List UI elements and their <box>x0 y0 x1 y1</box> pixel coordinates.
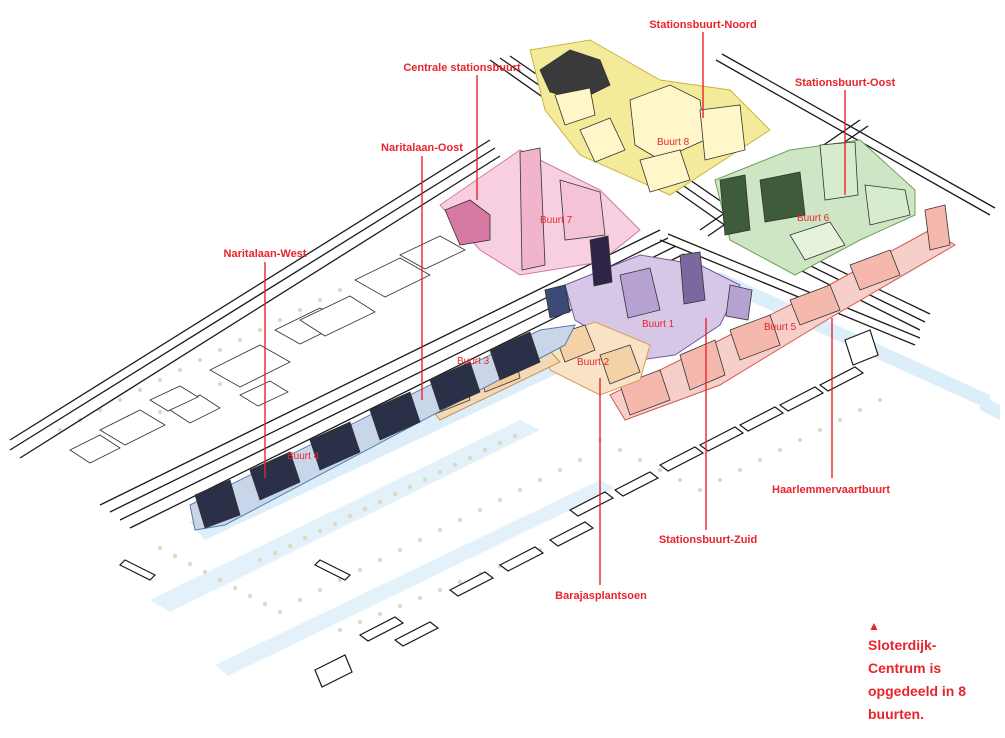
label-barajasplantsoen: Barajasplantsoen <box>555 590 647 602</box>
label-buurt-8: Buurt 8 <box>657 137 690 148</box>
label-centrale-stationsbuurt: Centrale stationsbuurt <box>403 62 521 74</box>
label-buurt-2: Buurt 2 <box>577 357 610 368</box>
buurt-5-area[interactable] <box>609 204 956 421</box>
label-buurt-3: Buurt 3 <box>457 356 490 367</box>
label-stationsbuurt-oost: Stationsbuurt-Oost <box>795 77 896 89</box>
buurt-6-area[interactable] <box>714 139 916 276</box>
label-buurt-1: Buurt 1 <box>642 319 675 330</box>
buurt-8-area[interactable] <box>529 39 771 196</box>
caption-line-2: Centrum is <box>868 660 942 676</box>
label-stationsbuurt-noord: Stationsbuurt-Noord <box>649 19 757 31</box>
caption-line-4: buurten. <box>868 706 924 722</box>
buurt-4-area[interactable] <box>189 284 576 531</box>
label-stationsbuurt-zuid: Stationsbuurt-Zuid <box>659 534 757 546</box>
caption-line-3: opgedeeld in 8 <box>868 683 967 699</box>
industrial-buildings <box>69 235 466 464</box>
label-naritalaan-oost: Naritalaan-Oost <box>381 142 463 154</box>
label-buurt-4: Buurt 4 <box>287 451 320 462</box>
caption-line-1: Sloterdijk- <box>868 637 937 653</box>
label-naritalaan-west: Naritalaan-West <box>224 248 307 260</box>
map-caption: ▲ Sloterdijk- Centrum is opgedeeld in 8 … <box>868 618 998 726</box>
leader-lines <box>264 32 846 585</box>
water-canals <box>150 272 1000 676</box>
caption-marker-icon: ▲ <box>868 619 880 633</box>
buurt-labels: Buurt 8 Buurt 7 Buurt 6 Buurt 3 Buurt 4 … <box>287 137 830 462</box>
neighbourhood-labels: Stationsbuurt-Noord Centrale stationsbuu… <box>224 19 896 602</box>
label-buurt-5: Buurt 5 <box>764 322 797 333</box>
label-haarlemmervaartbuurt: Haarlemmervaartbuurt <box>772 484 890 496</box>
label-buurt-7: Buurt 7 <box>540 215 573 226</box>
residential-blocks-south <box>118 329 879 688</box>
label-buurt-6: Buurt 6 <box>797 213 830 224</box>
